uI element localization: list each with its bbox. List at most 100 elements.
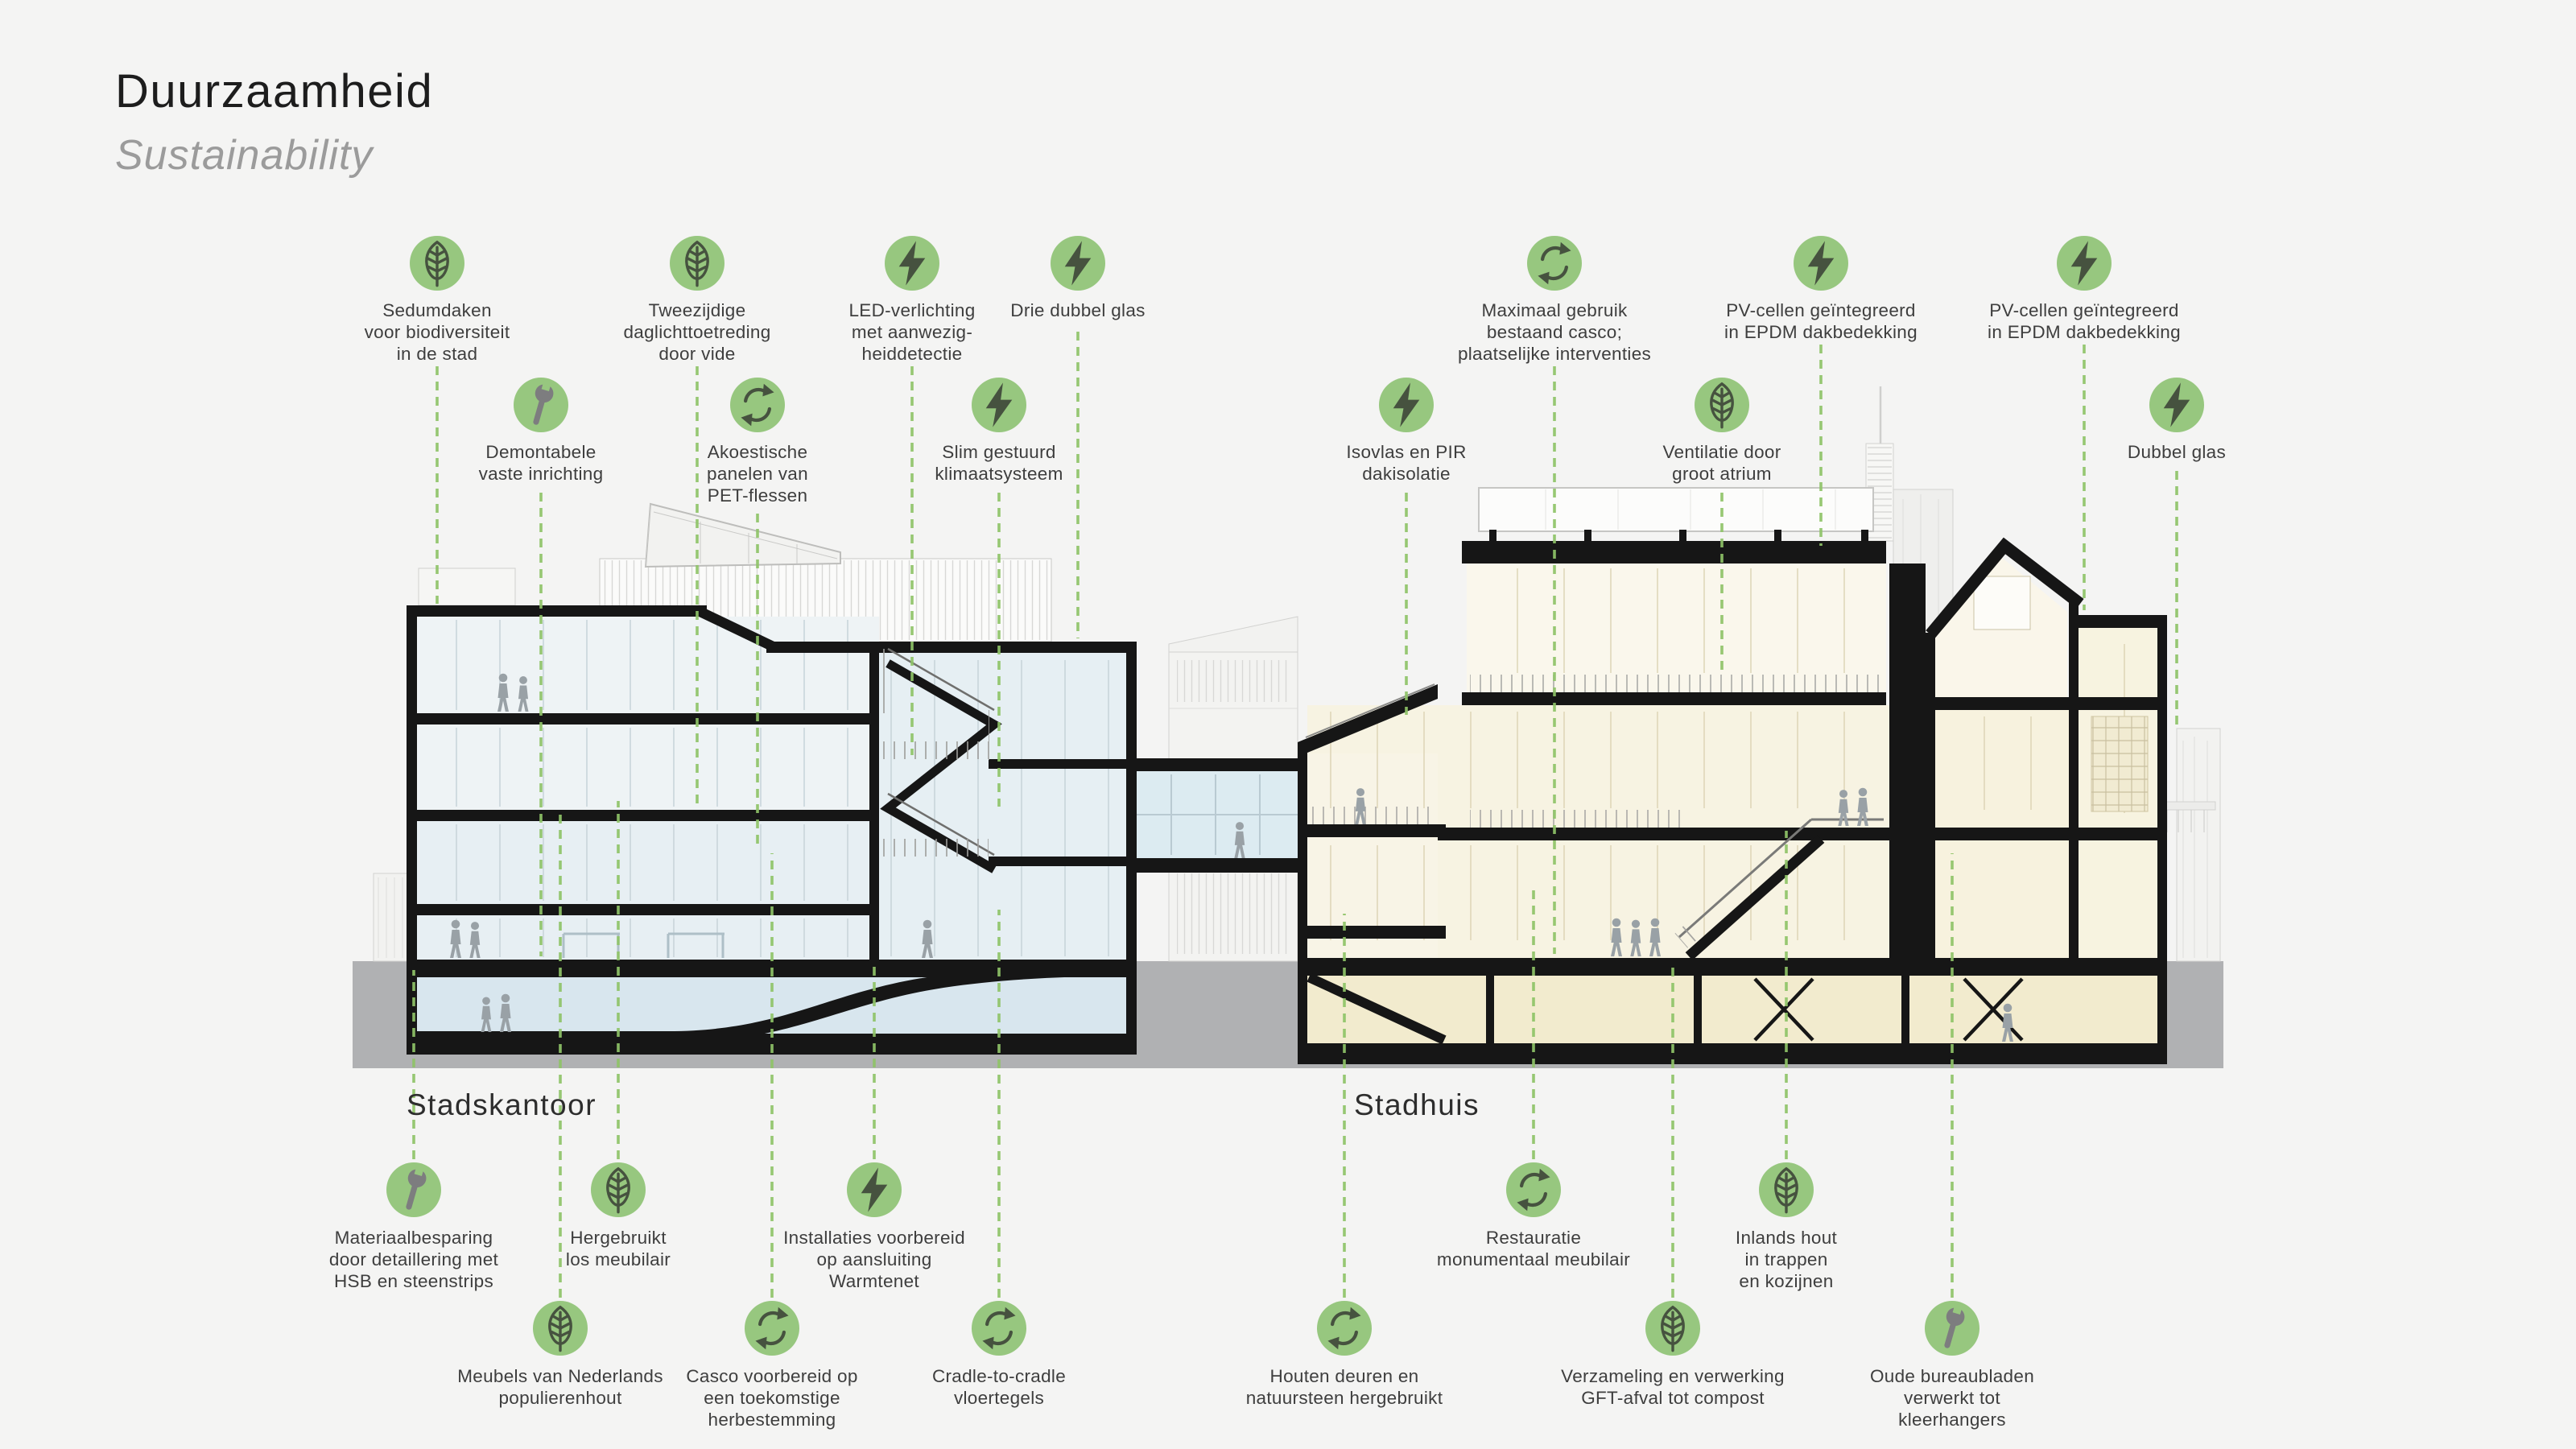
wrench-icon	[1925, 1301, 1979, 1356]
recycle-icon-badge	[1506, 1162, 1561, 1217]
recycle-icon	[972, 1301, 1026, 1356]
callout-label-line: Oude bureaubladen	[1869, 1366, 2035, 1386]
callout-label-line: Inlands hout	[1735, 1228, 1838, 1248]
lightning-icon	[1051, 236, 1105, 291]
callout-label-line: Materiaalbesparing	[334, 1228, 493, 1248]
callout-label-line: Installaties voorbereid	[783, 1228, 965, 1248]
stadskantoor-drawing	[407, 502, 1137, 1055]
callout-label-line: GFT-afval tot compost	[1581, 1388, 1765, 1408]
wrench-icon-badge	[1925, 1301, 1979, 1356]
building-label-stadhuis: Stadhuis	[1354, 1088, 1480, 1121]
callout-label-line: PV-cellen geïntegreerd	[1989, 300, 2179, 320]
page-title: Duurzaamheid	[115, 65, 434, 118]
callout-label-line: in de stad	[396, 344, 478, 364]
leaf-icon-badge	[1645, 1301, 1700, 1356]
leaf-icon	[1759, 1162, 1814, 1217]
lightning-icon	[847, 1162, 902, 1217]
recycle-icon-badge	[730, 378, 785, 432]
bridge	[1132, 758, 1302, 873]
callout-label-line: Akoestische	[707, 442, 808, 462]
leaf-icon-badge	[1695, 378, 1749, 432]
callout-label-line: in EPDM dakbedekking	[1724, 322, 1918, 342]
bolt-icon-badge	[847, 1162, 902, 1217]
callout-label-line: in EPDM dakbedekking	[1988, 322, 2181, 342]
lightning-icon	[885, 236, 939, 291]
leaf-icon	[1645, 1301, 1700, 1356]
callout-label-line: door vide	[658, 344, 736, 364]
callout-label-line: Tweezijdige	[648, 300, 746, 320]
callout-label-line: natuursteen hergebruikt	[1245, 1388, 1443, 1408]
wrench-icon	[514, 378, 568, 432]
building-label-stadskantoor: Stadskantoor	[407, 1088, 597, 1121]
leaf-icon	[1695, 378, 1749, 432]
callout-label-line: door detaillering met	[328, 1249, 499, 1269]
wrench-icon	[386, 1162, 441, 1217]
grand-staircase	[1674, 818, 1884, 960]
callout-lines	[412, 332, 2178, 1298]
callout-label-line: Slim gestuurd	[942, 442, 1056, 462]
callout-label-line: herbestemming	[708, 1410, 836, 1430]
recycle-icon-badge	[1527, 236, 1582, 291]
callout-label-line: Cradle-to-cradle	[931, 1366, 1067, 1386]
callout-label-line: verwerkt tot	[1904, 1388, 2000, 1408]
page-subtitle: Sustainability	[115, 132, 374, 179]
callout-label-line: groot atrium	[1672, 464, 1772, 484]
callout-label-line: en kozijnen	[1739, 1271, 1834, 1291]
recycle-icon	[1317, 1301, 1372, 1356]
callout-label: Drie dubbel glas	[901, 299, 1255, 321]
leaf-icon	[533, 1301, 588, 1356]
bolt-icon-badge	[1051, 236, 1105, 291]
leaf-icon-badge	[1759, 1162, 1814, 1217]
lightning-icon	[972, 378, 1026, 432]
leaf-icon-badge	[410, 236, 464, 291]
callout-label-line: Verzameling en verwerking	[1561, 1366, 1785, 1386]
callout-label-line: monumentaal meubilair	[1436, 1249, 1631, 1269]
bolt-icon-badge	[972, 378, 1026, 432]
callout-label-line: Sedumdaken	[382, 300, 492, 320]
bolt-icon-badge	[2149, 378, 2204, 432]
bolt-icon-badge	[1794, 236, 1848, 291]
callout-label-line: met aanwezig-	[851, 322, 973, 342]
callout-label-line: Restauratie	[1485, 1228, 1582, 1248]
callout-label-line: op aansluiting	[816, 1249, 932, 1269]
lightning-icon	[1379, 378, 1434, 432]
callout-label-line: Warmtenet	[829, 1271, 919, 1291]
callout-label-line: Hergebruikt	[570, 1228, 667, 1248]
callout-label-line: populierenhout	[498, 1388, 622, 1408]
wrench-icon-badge	[514, 378, 568, 432]
lightning-icon	[2149, 378, 2204, 432]
callout-label-line: PET-flessen	[707, 485, 808, 506]
callout-label-line: PV-cellen geïntegreerd	[1726, 300, 1916, 320]
stadhuis-drawing	[1298, 487, 2167, 1064]
callout-label-line: in trappen	[1744, 1249, 1828, 1269]
callout-label-line: Dubbel glas	[2127, 442, 2227, 462]
page-header: Duurzaamheid Sustainability	[115, 64, 433, 180]
leaf-icon	[591, 1162, 646, 1217]
callout-label-line: heiddetectie	[861, 344, 963, 364]
callout-label-line: kleerhangers	[1898, 1410, 2006, 1430]
leaf-icon-badge	[591, 1162, 646, 1217]
lightning-icon	[2057, 236, 2112, 291]
callout-label: Dubbel glas	[2000, 441, 2354, 463]
callout-label-line: plaatselijke interventies	[1457, 344, 1652, 364]
